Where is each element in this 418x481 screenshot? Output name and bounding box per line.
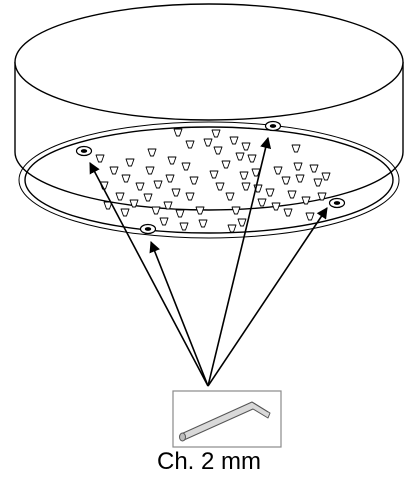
nozzle — [198, 219, 208, 228]
nozzle — [103, 201, 113, 210]
nozzle — [273, 166, 283, 175]
mounting-screw — [264, 120, 282, 132]
shower-head-face-plate — [24, 126, 394, 234]
nozzle — [211, 129, 221, 138]
arrow — [149, 240, 209, 387]
shower-head-top-rim — [14, 3, 404, 121]
nozzle — [281, 176, 291, 185]
nozzle — [301, 196, 311, 205]
nozzle — [95, 154, 105, 163]
nozzle — [239, 171, 249, 180]
nozzle — [151, 206, 161, 215]
nozzle — [173, 128, 183, 137]
nozzle — [179, 222, 189, 231]
nozzle-group — [95, 128, 331, 233]
shower-head — [14, 3, 404, 239]
nozzle — [120, 208, 130, 217]
nozzle — [185, 140, 195, 149]
nozzle — [257, 198, 267, 207]
nozzle — [129, 199, 139, 208]
nozzle — [165, 174, 175, 183]
nozzle — [167, 156, 177, 165]
nozzle — [147, 148, 157, 157]
arrow — [207, 136, 272, 387]
nozzle — [293, 162, 303, 171]
nozzle — [229, 136, 239, 145]
nozzle — [189, 176, 199, 185]
nozzle — [203, 138, 213, 147]
mounting-screw-group — [75, 120, 346, 235]
nozzle — [251, 168, 261, 177]
nozzle — [295, 174, 305, 183]
nozzle — [171, 188, 181, 197]
nozzle — [231, 206, 241, 215]
arrow-group — [89, 136, 328, 387]
tool-size-label: Ch. 2 mm — [156, 448, 261, 475]
nozzle — [135, 182, 145, 191]
nozzle — [143, 193, 153, 202]
nozzle — [225, 192, 235, 201]
nozzle — [121, 174, 131, 183]
nozzle — [181, 162, 191, 171]
mounting-screw — [139, 223, 157, 235]
nozzle — [209, 170, 219, 179]
nozzle — [241, 182, 251, 191]
nozzle — [213, 146, 223, 155]
nozzle — [283, 208, 293, 217]
nozzle — [153, 180, 163, 189]
nozzle — [175, 209, 185, 218]
nozzle — [227, 224, 237, 233]
nozzle — [185, 192, 195, 201]
mounting-screw — [328, 197, 346, 209]
shower-head-outer-ring — [18, 121, 400, 239]
nozzle — [109, 166, 119, 175]
nozzle — [115, 192, 125, 201]
hex-key-box — [172, 390, 282, 448]
nozzle — [321, 172, 331, 181]
mounting-screw — [75, 145, 93, 157]
nozzle — [237, 218, 247, 227]
nozzle — [195, 206, 205, 215]
nozzle — [125, 158, 135, 167]
nozzle — [265, 188, 275, 197]
nozzle — [159, 217, 169, 226]
nozzle — [145, 166, 155, 175]
hex-key-icon — [179, 401, 271, 442]
nozzle — [221, 160, 231, 169]
nozzle — [271, 202, 281, 211]
nozzle — [215, 182, 225, 191]
nozzle — [247, 154, 257, 163]
nozzle — [291, 144, 301, 153]
arrow — [207, 207, 328, 387]
nozzle — [309, 164, 319, 173]
nozzle — [305, 212, 315, 221]
arrow — [89, 162, 209, 387]
nozzle — [317, 192, 327, 201]
shower-head-side-wall — [14, 62, 404, 211]
nozzle — [287, 190, 297, 199]
nozzle — [163, 201, 173, 210]
nozzle — [235, 152, 245, 161]
nozzle — [241, 142, 251, 151]
nozzle — [313, 178, 323, 187]
